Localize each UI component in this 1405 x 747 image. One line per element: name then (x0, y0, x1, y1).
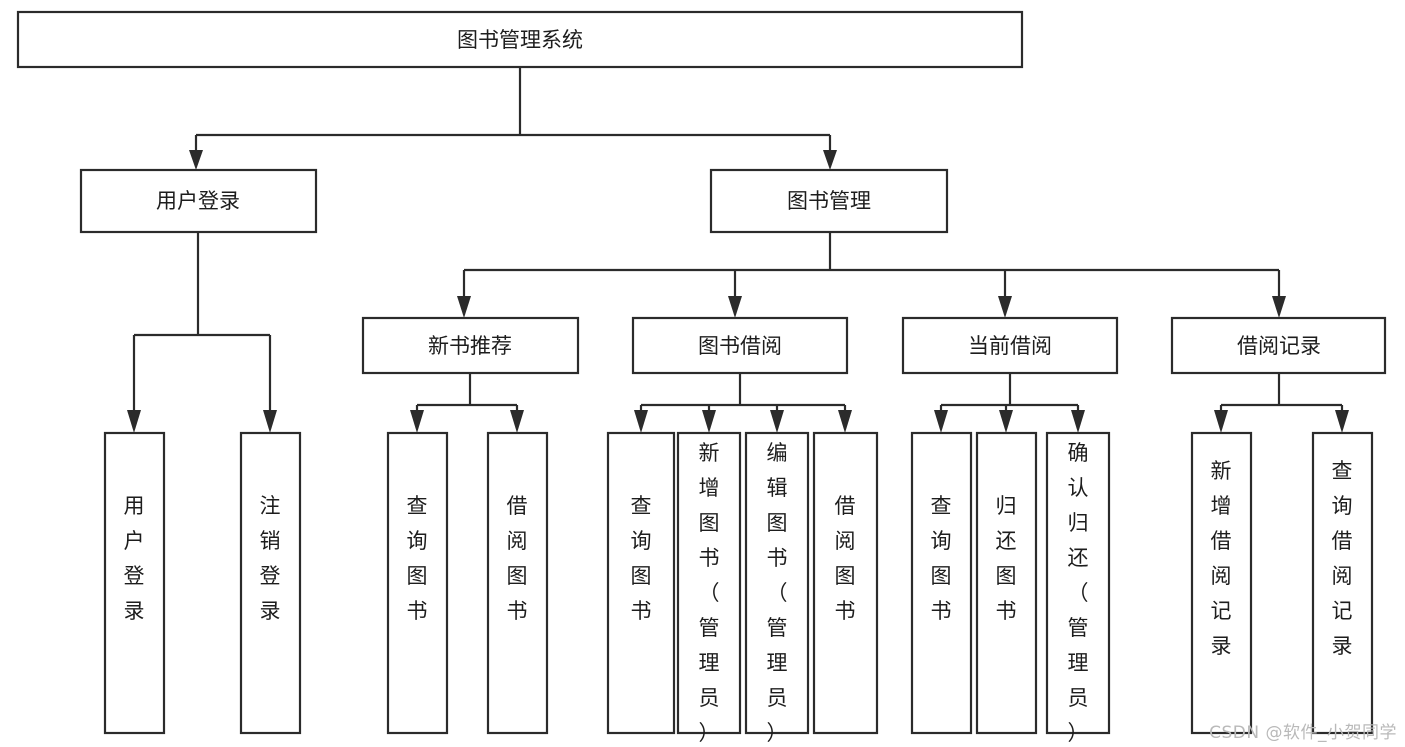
node-leaf-borrow-book-1-box[interactable] (486, 431, 549, 735)
node-leaf-borrow-book-1[interactable]: 借阅图书 (486, 431, 549, 735)
node-leaf-query-book-1[interactable]: 查询图书 (386, 431, 449, 735)
csdn-watermark: CSDN @软件_小贺同学 (1209, 723, 1397, 743)
node-book-borrow-box[interactable] (631, 316, 849, 375)
node-leaf-user-login[interactable]: 用户登录 (103, 431, 166, 735)
node-leaf-add-record[interactable]: 新增借阅记录 (1190, 431, 1253, 735)
node-book-manage-box[interactable] (709, 168, 949, 234)
node-leaf-return-book-label: 归还图书 (996, 494, 1017, 623)
node-new-book-recommend-box[interactable] (361, 316, 580, 375)
node-leaf-edit-book-box[interactable] (744, 431, 810, 735)
arrow-to-leaf-query-record (1335, 410, 1349, 433)
node-leaf-confirm-return-box[interactable] (1045, 431, 1111, 735)
node-leaf-query-record-box[interactable] (1311, 431, 1374, 735)
node-leaf-query-book-1-label: 查询图书 (407, 494, 428, 623)
node-book-manage[interactable]: 图书管理 (709, 168, 949, 234)
node-leaf-query-book-1-box[interactable] (386, 431, 449, 735)
node-leaf-add-book-box[interactable] (676, 431, 742, 735)
node-leaf-return-book[interactable]: 归还图书 (975, 431, 1038, 735)
node-user-login-box[interactable] (79, 168, 318, 234)
node-leaf-logout[interactable]: 注销登录 (239, 431, 302, 735)
arrow-to-leaf-confirm-return (1071, 410, 1085, 433)
arrow-to-leaf-return-book (999, 410, 1013, 433)
node-leaf-edit-book-label: 编辑图书（管理员） (767, 441, 788, 745)
node-current-borrow[interactable]: 当前借阅 (901, 316, 1119, 375)
node-book-borrow-label: 图书借阅 (698, 334, 782, 358)
arrow-to-leaf-add-book (702, 410, 716, 433)
node-leaf-query-book-3[interactable]: 查询图书 (910, 431, 973, 735)
node-user-login[interactable]: 用户登录 (79, 168, 318, 234)
node-leaf-return-book-box[interactable] (975, 431, 1038, 735)
node-leaf-add-book-label: 新增图书（管理员） (699, 441, 720, 745)
arrow-to-leaf-query-book-1 (410, 410, 424, 433)
arrow-to-leaf-logout (263, 410, 277, 433)
node-leaf-query-book-3-box[interactable] (910, 431, 973, 735)
arrow-to-book-manage (823, 150, 837, 170)
node-root-box[interactable] (16, 10, 1024, 69)
arrow-to-new-book-recommend (457, 296, 471, 318)
arrow-to-leaf-add-record (1214, 410, 1228, 433)
node-leaf-logout-label: 注销登录 (260, 494, 281, 623)
arrow-to-borrow-record (1272, 296, 1286, 318)
node-borrow-record[interactable]: 借阅记录 (1170, 316, 1387, 375)
node-leaf-user-login-label: 用户登录 (124, 494, 145, 623)
node-leaf-borrow-book-1-label: 借阅图书 (507, 494, 528, 623)
node-book-borrow[interactable]: 图书借阅 (631, 316, 849, 375)
node-new-book-recommend-label: 新书推荐 (428, 334, 512, 358)
arrow-to-leaf-borrow-book-2 (838, 410, 852, 433)
node-leaf-query-book-2[interactable]: 查询图书 (606, 431, 676, 735)
node-new-book-recommend[interactable]: 新书推荐 (361, 316, 580, 375)
node-current-borrow-label: 当前借阅 (968, 334, 1052, 358)
node-root-label: 图书管理系统 (457, 28, 583, 52)
node-leaf-confirm-return-label: 确认归还（管理员） (1068, 441, 1089, 745)
arrow-to-user-login (189, 150, 203, 170)
arrow-to-leaf-query-book-3 (934, 410, 948, 433)
node-leaf-query-book-3-label: 查询图书 (931, 494, 952, 623)
node-leaf-borrow-book-2[interactable]: 借阅图书 (812, 431, 879, 735)
arrow-to-leaf-user-login (127, 410, 141, 433)
node-user-login-label: 用户登录 (156, 189, 240, 213)
arrow-to-leaf-query-book-2 (634, 410, 648, 433)
node-leaf-query-book-2-label: 查询图书 (631, 494, 652, 623)
node-borrow-record-box[interactable] (1170, 316, 1387, 375)
node-leaf-query-record[interactable]: 查询借阅记录 (1311, 431, 1374, 735)
node-leaf-add-record-box[interactable] (1190, 431, 1253, 735)
node-current-borrow-box[interactable] (901, 316, 1119, 375)
node-leaf-logout-box[interactable] (239, 431, 302, 735)
node-leaf-edit-book[interactable]: 编辑图书（管理员） (744, 431, 810, 745)
node-book-manage-label: 图书管理 (787, 189, 871, 213)
node-root[interactable]: 图书管理系统 (16, 10, 1024, 69)
node-leaf-add-record-label: 新增借阅记录 (1211, 459, 1232, 658)
node-leaf-borrow-book-2-label: 借阅图书 (835, 494, 856, 623)
node-leaf-user-login-box[interactable] (103, 431, 166, 735)
node-leaf-borrow-book-2-box[interactable] (812, 431, 879, 735)
arrow-to-current-borrow (998, 296, 1012, 318)
node-leaf-query-book-2-box[interactable] (606, 431, 676, 735)
arrow-to-book-borrow (728, 296, 742, 318)
node-leaf-confirm-return[interactable]: 确认归还（管理员） (1045, 431, 1111, 745)
node-borrow-record-label: 借阅记录 (1237, 334, 1321, 358)
node-leaf-query-record-label: 查询借阅记录 (1332, 459, 1353, 658)
arrow-to-leaf-edit-book (770, 410, 784, 433)
connector-layer (127, 67, 1349, 433)
arrow-to-leaf-borrow-book-1 (510, 410, 524, 433)
node-leaf-add-book[interactable]: 新增图书（管理员） (676, 431, 742, 745)
